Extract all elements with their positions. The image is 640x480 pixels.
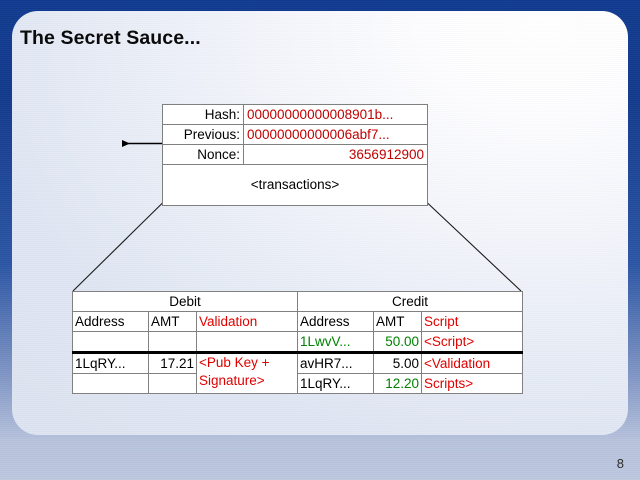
spend-debit-validation: <Pub Key + Signature> — [196, 352, 298, 394]
column-header-credit-address: Address — [297, 311, 374, 332]
coinbase-debit-amt — [148, 331, 197, 354]
group-header-debit: Debit — [72, 291, 298, 312]
table-row: Previous: 00000000000006abf7... — [162, 124, 428, 145]
table-row-spend-line1: 1LqRY... 17.21 <Pub Key + Signature> avH… — [72, 352, 523, 394]
spend-debit-amt-empty — [148, 373, 197, 394]
column-header-debit-address: Address — [72, 311, 149, 332]
block-header-table: Hash: 00000000000008901b... Previous: 00… — [162, 104, 428, 206]
coinbase-debit-address — [72, 331, 149, 354]
coinbase-credit-amt: 50.00 — [373, 331, 422, 354]
table-group-header-row: Debit Credit — [72, 291, 523, 312]
table-row: Nonce: 3656912900 — [162, 144, 428, 165]
page-title: The Secret Sauce... — [20, 27, 201, 49]
spend-debit-address-empty — [72, 373, 149, 394]
spend-credit-address-1: avHR7... — [297, 352, 374, 374]
column-header-credit-amt: AMT — [373, 311, 422, 332]
transactions-table: Debit Credit Address AMT Validation Addr… — [72, 291, 523, 394]
coinbase-debit-validation — [196, 331, 298, 354]
block-transactions-cell: <transactions> — [162, 164, 428, 206]
spend-credit-script-2: Scripts> — [421, 373, 523, 394]
coinbase-credit-script: <Script> — [421, 331, 523, 354]
table-row: <transactions> — [162, 164, 428, 206]
block-hash-label: Hash: — [162, 104, 244, 125]
column-header-script: Script — [421, 311, 523, 332]
block-hash-value: 00000000000008901b... — [243, 104, 428, 125]
table-row-coinbase: 1LwvV... 50.00 <Script> — [72, 331, 523, 354]
table-row: Hash: 00000000000008901b... — [162, 104, 428, 125]
spend-credit-amt-1: 5.00 — [373, 352, 422, 374]
spend-credit-address-2: 1LqRY... — [297, 373, 374, 394]
block-nonce-value: 3656912900 — [243, 144, 428, 165]
spend-credit-script-1: <Validation — [421, 352, 523, 374]
spend-validation-line1: <Pub Key + — [199, 355, 270, 370]
group-header-credit: Credit — [297, 291, 523, 312]
table-row-spend-line2: 1LqRY... 12.20 Scripts> — [72, 373, 523, 394]
column-header-validation: Validation — [196, 311, 298, 332]
column-header-debit-amt: AMT — [148, 311, 197, 332]
table-header-row: Address AMT Validation Address AMT Scrip… — [72, 311, 523, 332]
block-nonce-label: Nonce: — [162, 144, 244, 165]
spend-credit-amt-2: 12.20 — [373, 373, 422, 394]
block-previous-label: Previous: — [162, 124, 244, 145]
coinbase-credit-address: 1LwvV... — [297, 331, 374, 354]
spend-debit-address: 1LqRY... — [72, 352, 149, 374]
spend-validation-line2: Signature> — [199, 373, 265, 388]
slide-number: 8 — [616, 456, 624, 471]
spend-debit-amt: 17.21 — [148, 352, 197, 374]
block-previous-value: 00000000000006abf7... — [243, 124, 428, 145]
